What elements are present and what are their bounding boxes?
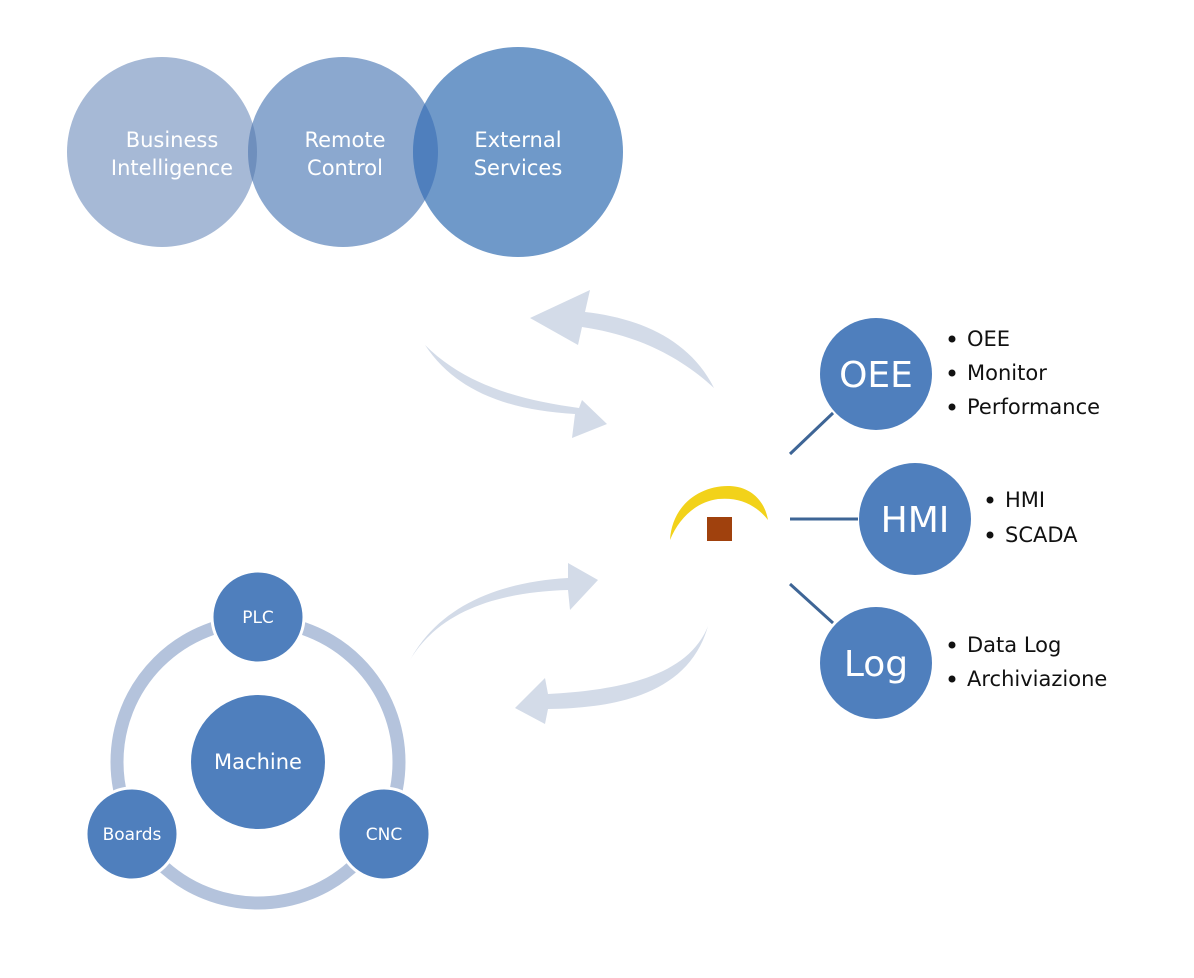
remote-control-label-1: Remote — [304, 128, 385, 152]
log-bullet-list: Data Log Archiviazione — [948, 633, 1107, 691]
module-connectors — [788, 411, 858, 625]
logo-arc — [670, 485, 768, 540]
hmi-bullet-list: HMI SCADA — [986, 488, 1078, 547]
modules-group: OEE HMI Log — [820, 318, 971, 719]
log-label: Log — [844, 644, 908, 685]
bullet-dot — [986, 496, 994, 504]
hmi-bullet-2: SCADA — [1005, 523, 1078, 547]
plc-label: PLC — [242, 608, 274, 628]
log-circle — [820, 607, 932, 719]
cnc-label: CNC — [366, 825, 402, 845]
external-services-label-1: External — [474, 128, 561, 152]
bullet-dot — [948, 403, 956, 411]
bullet-dot — [986, 531, 994, 539]
oee-bullet-2: Monitor — [967, 361, 1047, 385]
connector-log — [788, 582, 835, 625]
center-logo — [670, 485, 768, 541]
hmi-bullet-1: HMI — [1005, 488, 1045, 512]
business-intelligence-circle — [67, 57, 257, 247]
connector-oee — [788, 411, 835, 456]
arrow-to-services — [530, 290, 714, 388]
arrow-from-services — [425, 345, 607, 438]
external-services-circle — [413, 47, 623, 257]
hmi-label: HMI — [881, 500, 950, 541]
machine-cycle-group: Machine PLC CNC Boards — [84, 569, 432, 910]
remote-control-circle — [248, 57, 438, 247]
bullet-dot — [948, 335, 956, 343]
arrow-to-machine — [515, 626, 708, 724]
machine-label: Machine — [214, 750, 302, 774]
external-services-label-2: Services — [474, 156, 563, 180]
arrow-from-machine — [410, 563, 598, 660]
bullet-dot — [948, 675, 956, 683]
business-intelligence-label-1: Business — [126, 128, 219, 152]
bullet-dot — [948, 641, 956, 649]
cloud-services-group: Business Intelligence Remote Control Ext… — [67, 47, 623, 257]
oee-label: OEE — [839, 355, 913, 396]
plc-node — [210, 569, 306, 665]
logo-square — [707, 517, 732, 541]
oee-bullet-list: OEE Monitor Performance — [948, 327, 1100, 419]
data-flow-arrows — [410, 290, 714, 724]
boards-node — [84, 786, 180, 882]
log-bullet-1: Data Log — [967, 633, 1061, 657]
hmi-circle — [859, 463, 971, 575]
boards-label: Boards — [103, 825, 162, 845]
business-intelligence-label-2: Intelligence — [111, 156, 233, 180]
remote-control-label-2: Control — [307, 156, 383, 180]
oee-bullet-1: OEE — [967, 327, 1010, 351]
log-bullet-2: Archiviazione — [967, 667, 1107, 691]
bullet-dot — [948, 369, 956, 377]
cnc-node — [336, 786, 432, 882]
machine-circle — [191, 695, 325, 829]
oee-circle — [820, 318, 932, 430]
oee-bullet-3: Performance — [967, 395, 1100, 419]
